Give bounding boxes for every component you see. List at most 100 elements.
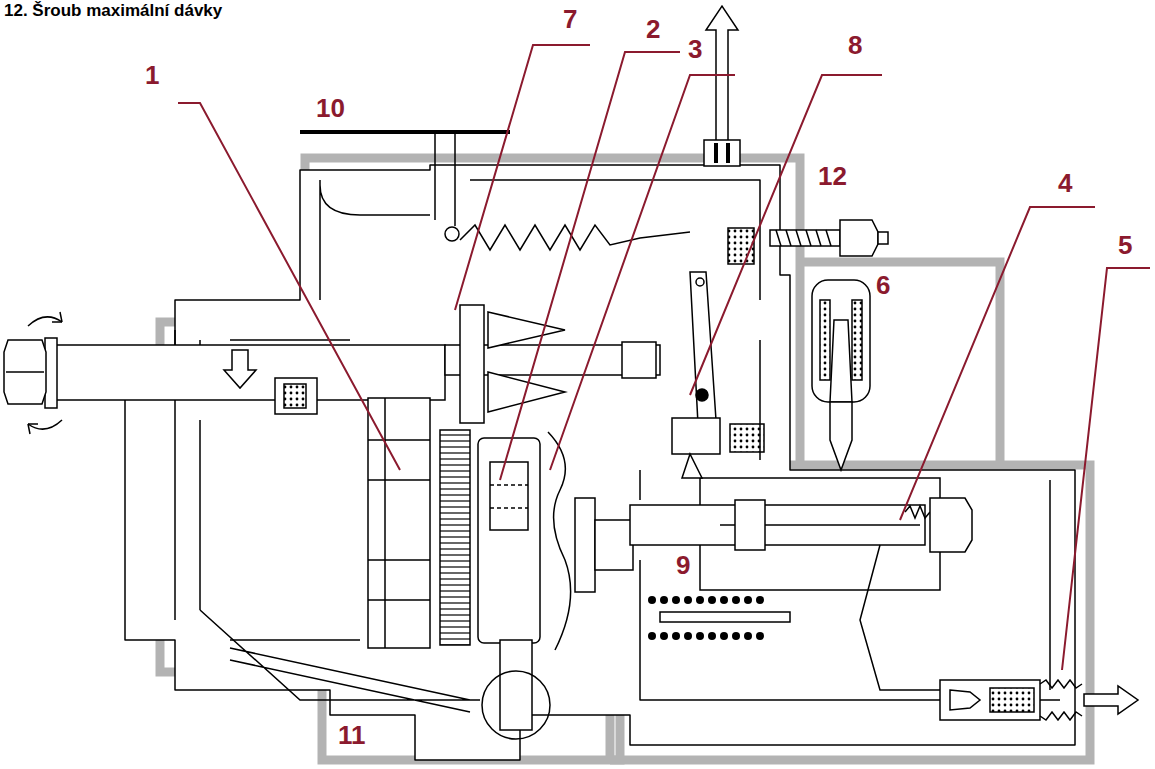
callout-number: 6 (876, 272, 890, 298)
spring-coil (756, 632, 764, 640)
leader-line (178, 103, 400, 470)
valve-spring (990, 688, 1034, 712)
outlet-arrow (1084, 686, 1138, 714)
spring-coil (696, 596, 704, 604)
solenoid-coil (820, 300, 830, 380)
valve-cone (950, 690, 980, 710)
cam-disc (575, 498, 595, 592)
nut-edge (6, 371, 44, 373)
leader-lines (178, 45, 1150, 670)
inlet-arrow (224, 350, 256, 388)
flyweight-carrier (460, 305, 484, 423)
spring-coil (660, 596, 668, 604)
roller (490, 462, 528, 530)
delivery-valve (940, 680, 1138, 720)
rotation-arrow-head (28, 424, 38, 434)
lock-nut (840, 220, 878, 256)
callout-number: 4 (1058, 170, 1072, 196)
spring-eye (445, 227, 459, 241)
lever-ball (682, 454, 702, 478)
spring-coil (708, 632, 716, 640)
vane-lines (368, 398, 430, 648)
valve-body (940, 680, 1040, 720)
control-collar (735, 500, 765, 550)
callout-number: 7 (563, 6, 577, 32)
spring-coil (756, 596, 764, 604)
rotation-arrow-head (52, 312, 62, 322)
pressure-valve (275, 378, 317, 414)
screw-tip (878, 232, 888, 244)
stop-solenoid (812, 280, 870, 470)
diagram-title: 12. Šroub maximální dávky (4, 2, 222, 19)
return-springs (648, 596, 764, 640)
leader-line (500, 52, 680, 480)
governor-lever (690, 272, 716, 424)
lever-spring (730, 424, 764, 452)
pump-housing (125, 165, 1075, 760)
governor (300, 132, 764, 478)
shaft-nut (4, 340, 46, 404)
leader-line (900, 207, 1095, 520)
spring-coil (744, 596, 752, 604)
solenoid-coil (852, 300, 862, 380)
solenoid-body (812, 280, 870, 402)
spring-coil (720, 596, 728, 604)
valve-thread (1040, 680, 1082, 720)
spring-coil (660, 632, 668, 640)
shaft (50, 345, 445, 400)
screw-thread (776, 230, 831, 246)
callout-number: 8 (848, 32, 862, 58)
lever-spring (728, 228, 754, 264)
leader-line (455, 45, 590, 310)
spring-coil (684, 596, 692, 604)
lever-shaft (435, 132, 455, 226)
head-nut (930, 498, 972, 552)
delivery-passage (860, 545, 940, 690)
callout-number: 2 (646, 16, 660, 42)
spring-coil (684, 632, 692, 640)
callout-number: 5 (1118, 232, 1132, 258)
lever-pivot (696, 389, 708, 401)
control-lever (300, 130, 510, 134)
cam-drive (440, 430, 633, 730)
callout-number: 3 (688, 36, 702, 62)
housing-outline (125, 165, 1075, 760)
drive-gear (440, 430, 470, 645)
distributor (630, 478, 972, 690)
fuel-passage (200, 610, 480, 712)
spring-coil (648, 596, 656, 604)
callout-number: 1 (145, 62, 159, 88)
washer (45, 338, 57, 408)
spring-coil (732, 596, 740, 604)
roller-ring (478, 438, 540, 643)
vane-pump (368, 398, 430, 648)
leader-line (690, 75, 882, 395)
feed-pump (224, 350, 430, 648)
callout-number: 9 (676, 552, 690, 578)
lever-block (672, 418, 720, 454)
spring-coil (696, 632, 704, 640)
solenoid-core (830, 320, 852, 402)
timing-device (200, 610, 550, 739)
spring-coil (720, 632, 728, 640)
spring-coil (672, 632, 680, 640)
callout-number: 11 (338, 722, 366, 748)
spring-coil (708, 596, 716, 604)
screw-thread (905, 506, 930, 518)
return-fitting (704, 140, 740, 166)
plunger-foot (595, 520, 633, 570)
flyweight (488, 312, 565, 348)
timing-pin (500, 640, 532, 730)
screw-shank (770, 230, 840, 246)
leader-line (550, 75, 735, 470)
leader-line (1062, 268, 1150, 670)
callout-number: 10 (316, 95, 345, 121)
spring-coil (648, 632, 656, 640)
spring-coil (672, 596, 680, 604)
spring-coil (744, 632, 752, 640)
roller-detail (490, 485, 528, 508)
valve-spring (284, 384, 306, 408)
return-outlet-arrow (706, 6, 738, 152)
max-fuel-screw (704, 6, 888, 256)
